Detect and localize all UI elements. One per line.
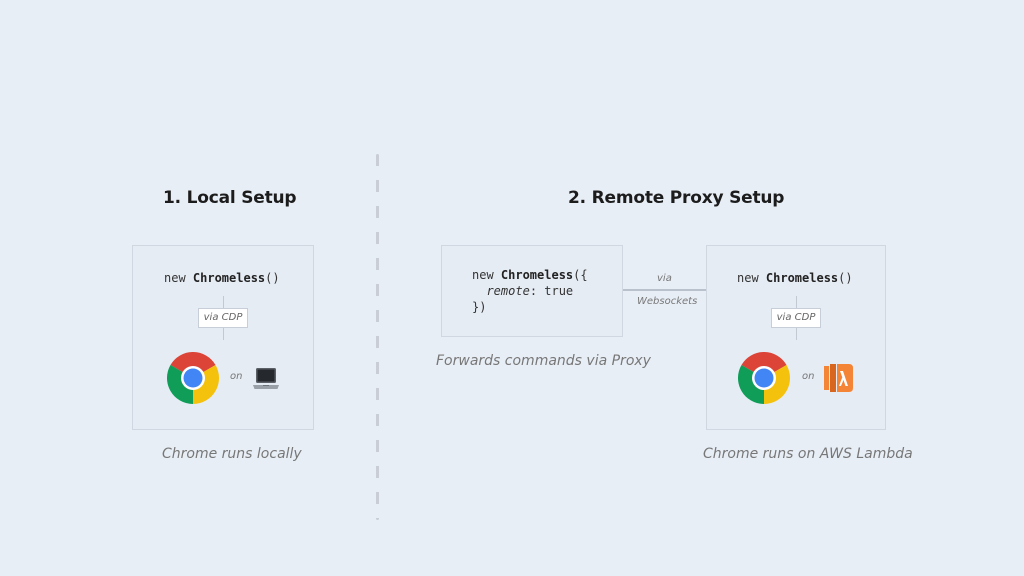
- section-divider: [376, 154, 379, 520]
- local-connector-top: [223, 296, 224, 308]
- local-code: new Chromeless(): [164, 271, 280, 285]
- link-label-websockets: Websockets: [637, 296, 698, 307]
- local-via-cdp-tag: via CDP: [198, 308, 248, 328]
- remote-via-cdp-tag: via CDP: [771, 308, 821, 328]
- remote-setup-title: 2. Remote Proxy Setup: [568, 188, 785, 208]
- laptop-icon: [253, 368, 279, 389]
- local-on-label: on: [230, 371, 243, 382]
- chrome-icon: [738, 352, 790, 404]
- server-code: new Chromeless(): [737, 271, 853, 285]
- aws-lambda-icon: [824, 364, 853, 392]
- remote-on-label: on: [802, 371, 815, 382]
- client-caption: Forwards commands via Proxy: [436, 353, 651, 369]
- local-caption: Chrome runs locally: [162, 446, 302, 462]
- chrome-icon: [167, 352, 219, 404]
- remote-connector-top: [796, 296, 797, 308]
- local-setup-title: 1. Local Setup: [163, 188, 297, 208]
- remote-connector-bottom: [796, 328, 797, 340]
- link-label-via: via: [657, 273, 672, 284]
- client-code: new Chromeless({ remote: true }): [472, 268, 588, 314]
- client-code-box: [441, 245, 623, 337]
- local-connector-bottom: [223, 328, 224, 340]
- remote-caption: Chrome runs on AWS Lambda: [703, 446, 913, 462]
- websocket-link-line: [623, 289, 706, 291]
